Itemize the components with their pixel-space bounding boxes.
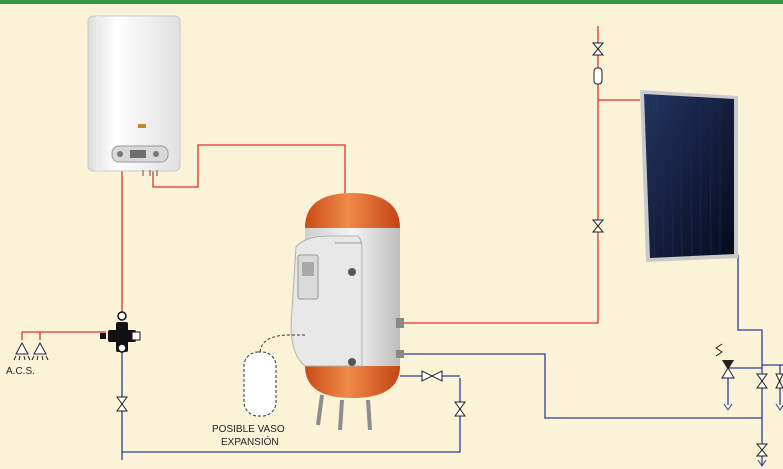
mixing-valve-icon xyxy=(100,311,141,353)
vessel-label-line1: POSIBLE VASO xyxy=(212,424,285,435)
tap-icon xyxy=(13,341,31,361)
wall-boiler xyxy=(87,15,181,176)
gate-valves xyxy=(116,42,783,457)
hot-pipes xyxy=(21,26,640,340)
air-vent-icon xyxy=(593,67,603,85)
tank-legs xyxy=(316,394,372,431)
tank-top-cap xyxy=(305,193,400,228)
vessel-label-line2: EXPANSIÓN xyxy=(221,437,279,448)
storage-tank xyxy=(290,193,404,431)
gate-valve-icon xyxy=(755,443,769,457)
gate-valve-icon xyxy=(421,370,443,382)
gate-valve-icon xyxy=(116,396,128,412)
acs-taps xyxy=(13,341,49,361)
hot-pipe-acs xyxy=(21,331,106,340)
cold-pipe-collector-return xyxy=(737,255,763,418)
safety-valve-icon xyxy=(715,343,783,467)
acs-label: A.C.S. xyxy=(6,366,35,377)
gate-valve-icon xyxy=(591,42,605,56)
tank-bottom-cap xyxy=(305,366,400,398)
gate-valve-icon xyxy=(591,219,605,233)
expansion-vessel xyxy=(243,334,305,417)
gate-valve-icon xyxy=(756,373,768,389)
tap-icon xyxy=(31,341,49,361)
gate-valve-icon xyxy=(775,373,783,389)
hot-pipe-boiler-to-tank xyxy=(152,144,346,205)
cold-pipe-bottom xyxy=(122,378,461,453)
solar-collector xyxy=(640,90,738,262)
top-bar xyxy=(0,0,783,4)
gate-valve-icon xyxy=(454,401,466,417)
cold-pipe-tank-return xyxy=(400,353,763,465)
hot-pipe-collector-riser xyxy=(400,26,599,324)
